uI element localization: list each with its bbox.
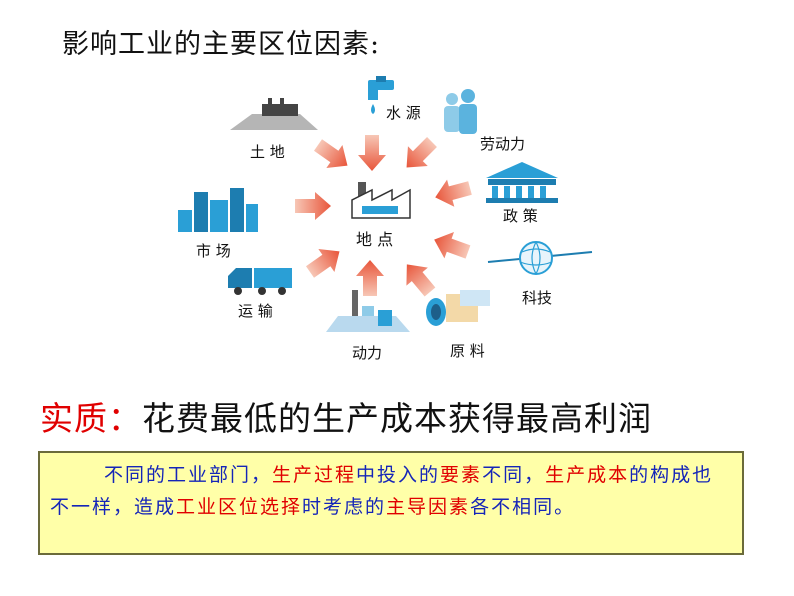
arrow-from-land bbox=[313, 139, 348, 168]
arrow-from-power bbox=[356, 260, 384, 296]
location-factors-diagram bbox=[178, 76, 593, 332]
city-icon bbox=[178, 188, 258, 232]
arrow-from-market bbox=[295, 192, 331, 220]
people-icon bbox=[444, 89, 477, 134]
factor-label-water: 水 源 bbox=[386, 104, 421, 122]
arrow-from-water bbox=[358, 135, 386, 171]
essence-statement: 实质：花费最低的生产成本获得最高利润 bbox=[40, 392, 652, 440]
arrow-from-policy bbox=[435, 179, 472, 207]
arrow-from-transport bbox=[305, 249, 340, 278]
arrow-from-technology bbox=[434, 232, 471, 259]
factory-icon bbox=[351, 182, 411, 219]
land-icon bbox=[230, 98, 318, 130]
faucet-icon bbox=[368, 76, 394, 114]
page-title: 影响工业的主要区位因素: bbox=[62, 29, 381, 60]
factor-label-raw-material: 原 料 bbox=[450, 342, 485, 360]
explanation-box: 不同的工业部门，生产过程中投入的要素不同，生产成本的构成也不一样，造成工业区位选… bbox=[38, 451, 744, 555]
factor-label-policy: 政 策 bbox=[503, 207, 538, 225]
materials-icon bbox=[426, 290, 490, 326]
factor-label-labor: 劳动力 bbox=[480, 135, 526, 153]
factor-label-technology: 科技 bbox=[522, 289, 553, 307]
truck-icon bbox=[228, 268, 292, 295]
arrow-from-raw-material bbox=[406, 264, 436, 297]
factor-label-power: 动力 bbox=[352, 344, 383, 362]
power-plant-icon bbox=[326, 290, 410, 332]
factor-label-transport: 运 输 bbox=[238, 302, 273, 320]
essence-text: 花费最低的生产成本获得最高利润 bbox=[142, 399, 652, 438]
satellite-icon bbox=[487, 241, 593, 275]
center-label: 地 点 bbox=[356, 230, 394, 249]
factor-label-market: 市 场 bbox=[196, 242, 231, 260]
essence-prefix: 实质： bbox=[40, 399, 142, 438]
factor-label-land: 土 地 bbox=[250, 143, 285, 161]
arrow-from-labor bbox=[406, 137, 437, 168]
government-building-icon bbox=[486, 162, 558, 203]
arrows bbox=[295, 135, 472, 297]
